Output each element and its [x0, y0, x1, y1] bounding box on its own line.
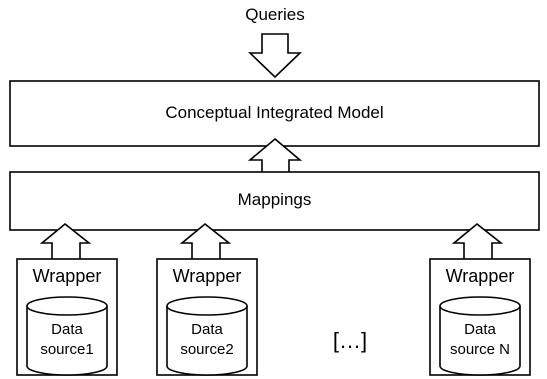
wrapper-label-2: Wrapper: [172, 266, 242, 286]
database-cylinder-icon-2: [166, 296, 248, 376]
data-source-label-3-line2: source N: [449, 341, 511, 358]
more-sources-ellipsis: […]: [332, 328, 368, 353]
queries-label: Queries: [245, 5, 305, 24]
conceptual-model-box: [9, 80, 540, 147]
wrapper-label-1: Wrapper: [32, 266, 102, 286]
data-source-label-2-line2: source2: [180, 341, 234, 358]
data-source-label-1-line1: Data: [51, 321, 83, 338]
conceptual-model-label: Conceptual Integrated Model: [165, 103, 384, 122]
mappings-box: [9, 171, 540, 231]
mappings-label: Mappings: [237, 190, 312, 209]
database-cylinder-icon-3: [439, 296, 521, 376]
data-source-label-1-line2: source1: [40, 341, 94, 358]
database-cylinder-icon-1: [26, 296, 108, 376]
data-source-label-3-line1: Data: [464, 321, 496, 338]
queries-arrow-icon: [248, 33, 302, 79]
data-source-label-2-line1: Data: [191, 321, 223, 338]
wrapper-label-3: Wrapper: [445, 266, 515, 286]
